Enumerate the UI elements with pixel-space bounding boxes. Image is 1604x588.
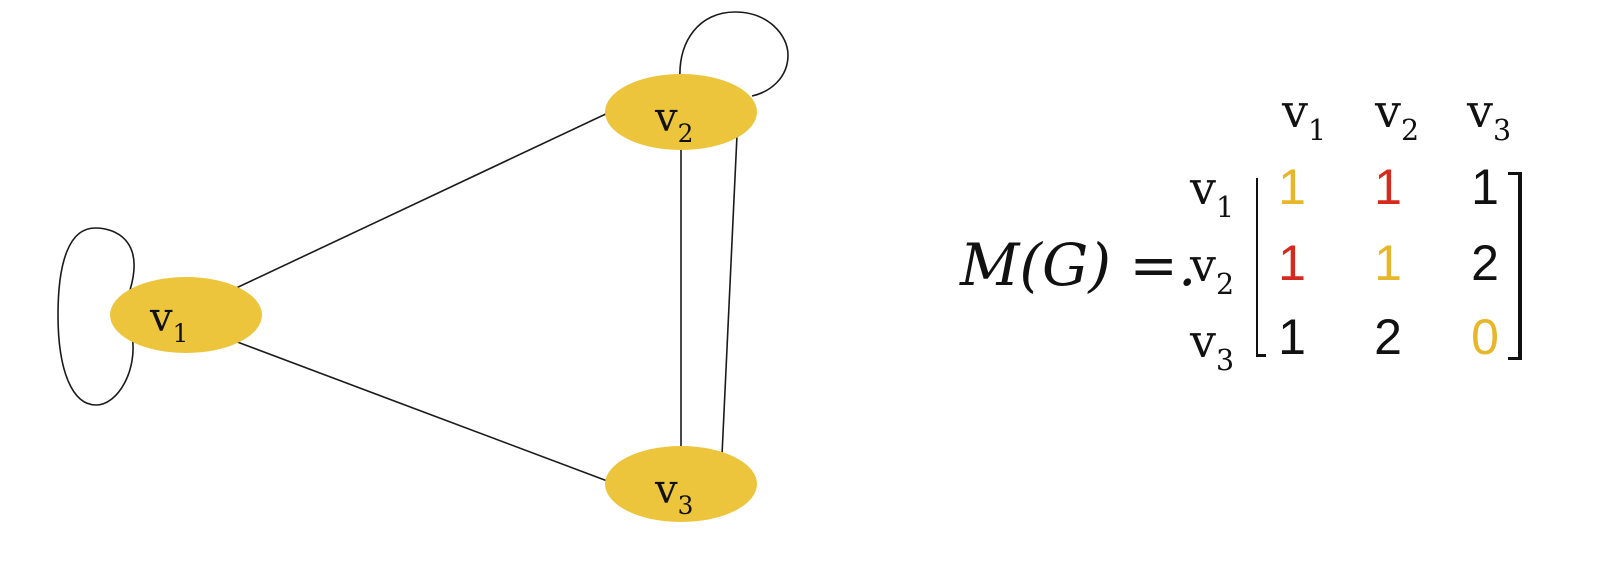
matrix-cell-1-3: 1 xyxy=(1471,159,1499,215)
node-label-v2: v2 xyxy=(655,95,694,149)
edge-v1-v2 xyxy=(231,111,611,291)
matrix-cell-2-2: 1 xyxy=(1374,235,1402,291)
node-v2 xyxy=(605,74,757,150)
matrix-row-header-v2: v2 xyxy=(1190,238,1235,301)
equation-lhs: M(G) =. xyxy=(960,231,1197,299)
matrix-cell-1-2: 1 xyxy=(1374,159,1402,215)
matrix-col-header-v1: v1 xyxy=(1282,84,1327,147)
matrix-cell-3-2: 2 xyxy=(1374,309,1402,365)
matrix-cell-3-1: 1 xyxy=(1278,309,1306,365)
node-v1 xyxy=(110,277,262,353)
node-label-v1: v1 xyxy=(150,295,189,349)
matrix-col-header-v3: v3 xyxy=(1467,84,1512,147)
matrix-right-bracket xyxy=(1508,172,1522,360)
matrix-cell-2-3: 2 xyxy=(1471,235,1499,291)
matrix-row-header-v3: v3 xyxy=(1190,314,1235,377)
matrix-cell-3-3: 0 xyxy=(1471,309,1499,365)
edge-v2-v3-b xyxy=(721,134,738,456)
edge-v1-loop xyxy=(57,227,135,406)
node-v3 xyxy=(605,446,757,522)
matrix-col-header-v2: v2 xyxy=(1375,84,1420,147)
matrix-row-header-v1: v1 xyxy=(1190,161,1235,224)
edge-v1-v3 xyxy=(231,339,611,483)
matrix-cell-2-1: 1 xyxy=(1278,235,1306,291)
matrix-cell-1-1: 1 xyxy=(1278,159,1306,215)
node-label-v3: v3 xyxy=(655,467,694,521)
edge-v2-loop xyxy=(679,11,789,97)
matrix-left-bracket xyxy=(1256,178,1266,357)
